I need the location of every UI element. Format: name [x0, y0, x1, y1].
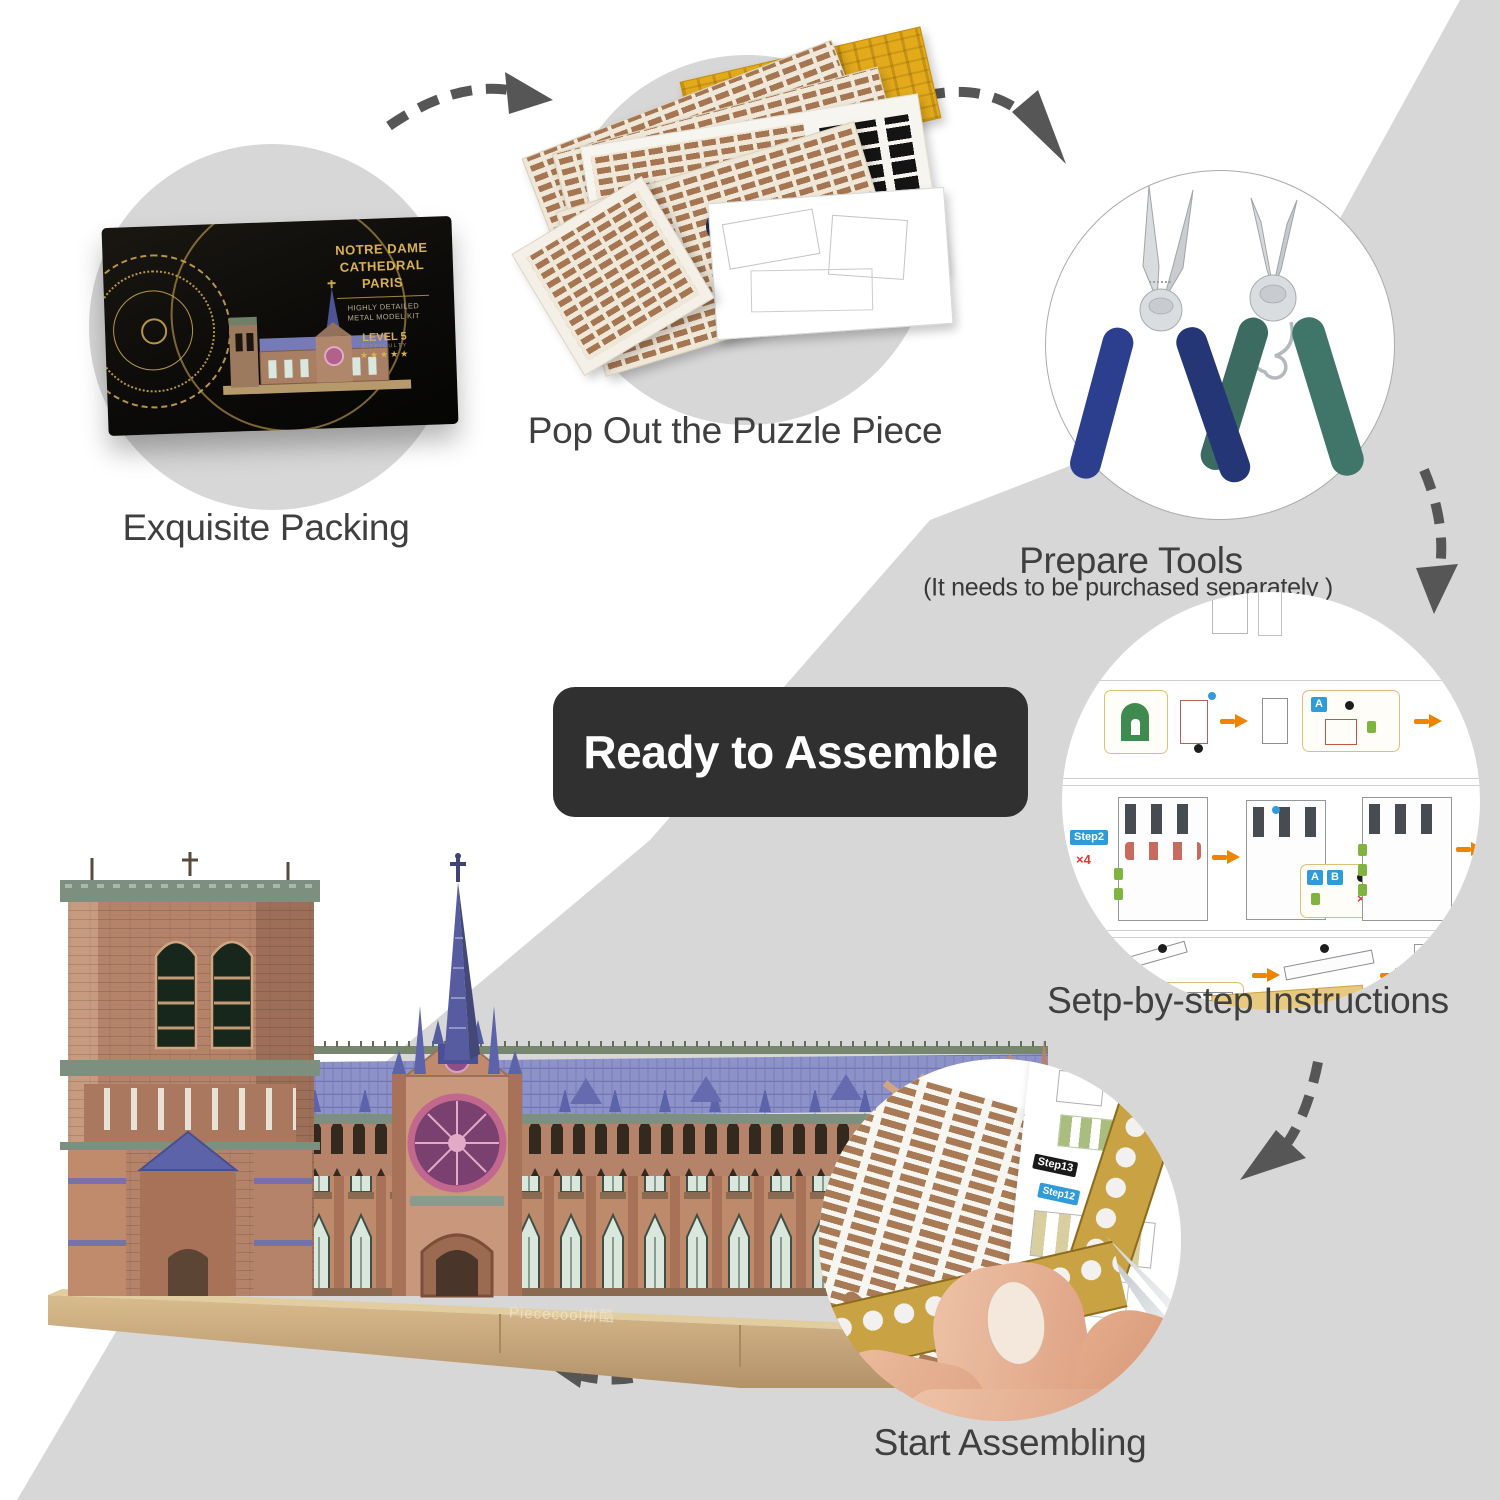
- ins-beam: [1090, 940, 1188, 980]
- bell-tower: [60, 852, 320, 1296]
- tag-step13: Step13: [1032, 1153, 1079, 1178]
- caption-prepare-tools: Prepare Tools: [1019, 540, 1243, 581]
- brand-label: Piececool拼酷: [508, 1304, 616, 1326]
- ready-to-assemble-badge: Ready to Assemble: [553, 687, 1028, 817]
- instruction-sheet-art: A Step2 ×4 A B: [1062, 592, 1480, 1010]
- ins-wall-panel: [1414, 944, 1480, 1010]
- ins-wall-panel: [1358, 797, 1452, 921]
- caption-exquisite-packing: Exquisite Packing: [122, 507, 410, 548]
- box-title-line2: CATHEDRAL PARIS: [339, 256, 425, 292]
- ins-detail-box: [1104, 690, 1168, 754]
- blue-plier: [1070, 185, 1251, 483]
- outline-sheet: [707, 186, 954, 341]
- box-title-block: NOTRE DAME CATHEDRAL PARIS HIGHLY DETAIL…: [320, 238, 446, 362]
- ins-arrow-icon: [1414, 714, 1442, 728]
- hand: [905, 1389, 1145, 1421]
- ins-tag-box-a: A: [1302, 690, 1400, 752]
- ins-arrow-icon: [1380, 968, 1408, 982]
- ins-arrow-icon: [1456, 842, 1480, 856]
- dashed-arrow-icon-2: [922, 86, 1066, 164]
- ins-arrow-icon: [1212, 850, 1240, 864]
- caption-start-assembling: Start Assembling: [873, 1422, 1147, 1463]
- tag-a: A: [1125, 986, 1141, 1001]
- dashed-arrow-icon-4: [1240, 1061, 1323, 1180]
- dashed-arrow-icon-3: [1416, 468, 1458, 614]
- dashed-arrow-icon-1: [386, 72, 553, 131]
- tag-x4: ×4: [1076, 852, 1091, 867]
- spire: [432, 853, 484, 1064]
- ins-arrow-icon: [1220, 714, 1248, 728]
- tag-step2: Step2: [1070, 830, 1108, 845]
- assembling-photo-art: Step13 Step12 ×4 13: [819, 1059, 1181, 1421]
- box-cathedral-art: [223, 280, 412, 396]
- metal-sheets-stack: [511, 26, 954, 425]
- product-box: NOTRE DAME CATHEDRAL PARIS HIGHLY DETAIL…: [101, 215, 459, 437]
- product-box-face: NOTRE DAME CATHEDRAL PARIS HIGHLY DETAIL…: [101, 215, 459, 437]
- caption-pop-out: Pop Out the Puzzle Piece: [527, 410, 943, 451]
- tag-a: A: [1307, 870, 1323, 885]
- tag-a: A: [1311, 697, 1327, 712]
- caption-instructions: Setp-by-step Instructions: [1047, 980, 1449, 1021]
- tag-b: B: [1327, 870, 1343, 885]
- ins-tag-box-beam: A: [1118, 982, 1244, 1010]
- model-base: [48, 1289, 1050, 1388]
- ins-beam: [1283, 949, 1375, 981]
- instructions-circle: A Step2 ×4 A B: [1062, 592, 1480, 1010]
- box-gold-rule: [337, 294, 430, 299]
- ins-wall-panel: [1246, 800, 1326, 920]
- ins-arrow-icon: [1252, 968, 1280, 982]
- ins-wall-panel: [1114, 797, 1208, 921]
- facade: [392, 1006, 522, 1298]
- tag-step12: Step12: [1037, 1182, 1081, 1206]
- badge-label: Ready to Assemble: [583, 726, 998, 778]
- assembling-circle: Step13 Step12 ×4 13: [819, 1059, 1181, 1421]
- pliers-icon: [1070, 185, 1364, 483]
